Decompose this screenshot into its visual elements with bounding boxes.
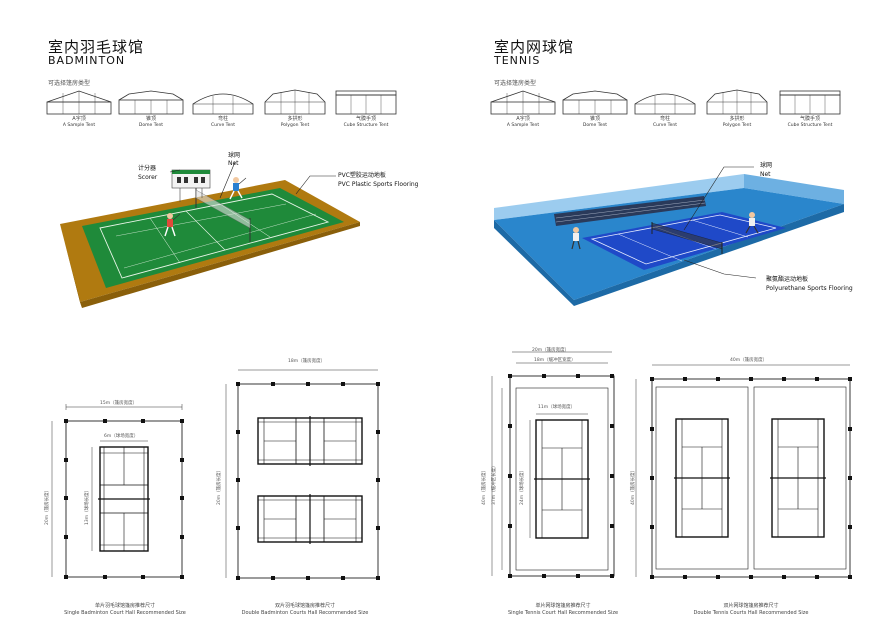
- net-label-en: Net: [228, 160, 239, 167]
- tennis-hall-illustration: [494, 166, 844, 306]
- dimension-width-label: 18m（篷房宽度）: [288, 359, 326, 364]
- tent-label-cn: 锥顶: [589, 116, 600, 122]
- tent-label-en: Cube Structure Tent: [343, 123, 389, 128]
- badminton-single-caption-cn: 单片羽毛球馆篷房推荐尺寸: [94, 603, 155, 609]
- tennis-single-plan: [491, 351, 615, 578]
- tent-label-cn: 气膜手顶: [799, 116, 820, 122]
- curve-tent-icon: [634, 93, 696, 115]
- tent-cube: 气膜手顶 Cube Structure Tent: [774, 88, 846, 129]
- scorer-board: [171, 169, 211, 202]
- polygon-tent-icon: [264, 89, 326, 115]
- tennis-double-plan: [635, 364, 852, 579]
- tent-label-cn: 多拱形: [729, 116, 745, 122]
- tent-curve: 弯柱 Curve Tent: [188, 88, 258, 129]
- tent-label-cn: 弯柱: [659, 116, 670, 122]
- tent-label-cn: 锥顶: [145, 116, 156, 122]
- tennis-net-label-cn: 球网: [760, 162, 773, 169]
- scorer-label-en: Scorer: [138, 174, 158, 181]
- a-frame-tent-icon: [46, 90, 112, 115]
- tennis-court-floor: [582, 212, 786, 270]
- dimension-length-label: 20m（篷房长度）: [217, 467, 222, 505]
- tennis-double-caption-cn: 双片网球馆篷房推荐尺寸: [723, 603, 779, 609]
- tent-a-frame: A字顶 A Sample Tent: [44, 88, 114, 129]
- tent-label-en: Cube Structure Tent: [787, 123, 833, 128]
- tennis-court: [770, 418, 826, 538]
- player-figure: [164, 213, 181, 237]
- tent-curve: 弯柱 Curve Tent: [630, 88, 700, 129]
- dome-tent-icon: [118, 90, 184, 115]
- cube-tent-icon: [335, 90, 397, 115]
- dimension-inner-length-label: 37m（缓冲区长度）: [492, 463, 497, 505]
- tent-a-frame: A字顶 A Sample Tent: [488, 88, 558, 129]
- badminton-title: 室内羽毛球馆: [48, 38, 145, 56]
- tent-label-cn: A字顶: [516, 116, 530, 122]
- dimension-court-width-label: 6m（球场宽度）: [104, 434, 139, 439]
- tennis-title-en: TENNIS: [494, 54, 541, 67]
- tennis-floor-label-en: Polyurethane Sports Flooring: [766, 285, 853, 292]
- badminton-double-caption-en: Double Badminton Courts Hall Recommended…: [241, 610, 369, 616]
- cube-tent-icon: [779, 90, 841, 115]
- tennis-subtitle: 可选择篷房类型: [494, 80, 537, 87]
- tent-label-en: Dome Tent: [138, 123, 164, 128]
- tennis-title: 室内网球馆: [494, 38, 575, 56]
- player-figure: [229, 177, 247, 200]
- tennis-net-label-en: Net: [760, 171, 771, 178]
- tent-dome: 锥顶 Dome Tent: [116, 88, 186, 129]
- tennis-floor-label-cn: 聚氨酯运动地板: [766, 276, 809, 283]
- dimension-length-label: 40m（篷房长度）: [631, 467, 636, 505]
- spectator-stands: [554, 196, 706, 226]
- badminton-double-plan: [225, 369, 380, 580]
- tent-label-en: A Sample Tent: [62, 123, 96, 128]
- dimension-length-label: 40m（篷房长度）: [482, 467, 487, 505]
- player-figure: [745, 212, 759, 234]
- badminton-title-en: BADMINTON: [48, 54, 126, 67]
- badminton-single-plan: [51, 404, 184, 579]
- tennis-court: [674, 418, 730, 538]
- tent-label-cn: 气膜手顶: [355, 116, 376, 122]
- net-label-cn: 球网: [228, 152, 241, 159]
- tent-label-en: A Sample Tent: [506, 123, 540, 128]
- dimension-court-length-label: 24m（球场长度）: [520, 467, 525, 505]
- dome-tent-icon: [562, 90, 628, 115]
- badminton-subtitle: 可选择篷房类型: [48, 80, 91, 87]
- tennis-single-caption-en: Single Tennis Court Hall Recommended Siz…: [507, 610, 619, 616]
- floor-label-en: PVC Plastic Sports Flooring: [338, 181, 419, 188]
- floor-label-cn: PVC塑胶运动地板: [338, 172, 386, 179]
- dimension-court-width-label: 11m（球场宽度）: [538, 405, 576, 410]
- badminton-hall-illustration: [60, 161, 360, 308]
- badminton-double-caption-cn: 双片羽毛球馆篷房推荐尺寸: [274, 603, 335, 609]
- player-figure: [571, 227, 581, 250]
- dimension-width-label: 20m（篷房宽度）: [532, 348, 570, 353]
- tennis-net: [651, 222, 723, 254]
- dimension-inner-width-label: 18m（缓冲区宽度）: [534, 358, 576, 363]
- badminton-single-caption-en: Single Badminton Court Hall Recommended …: [64, 610, 186, 616]
- tent-label-en: Curve Tent: [652, 123, 678, 128]
- tent-label-cn: 弯柱: [217, 116, 228, 122]
- polygon-tent-icon: [706, 89, 768, 115]
- tennis-court: [534, 419, 590, 539]
- tent-cube: 气膜手顶 Cube Structure Tent: [330, 88, 402, 129]
- dimension-width-label: 40m（篷房宽度）: [730, 358, 768, 363]
- curve-tent-icon: [192, 93, 254, 115]
- tent-polygon: 多拱形 Polygon Tent: [702, 88, 772, 129]
- tent-label-en: Curve Tent: [210, 123, 236, 128]
- scorer-label-cn: 计分器: [138, 165, 157, 172]
- badminton-court: [257, 494, 363, 544]
- tent-polygon: 多拱形 Polygon Tent: [260, 88, 330, 129]
- a-frame-tent-icon: [490, 90, 556, 115]
- tent-label-en: Polygon Tent: [722, 123, 752, 128]
- badminton-court: [257, 416, 363, 466]
- dimension-width-label: 15m（篷房宽度）: [100, 401, 138, 406]
- dimension-court-length-label: 13m（球场长度）: [85, 487, 90, 525]
- tent-label-en: Polygon Tent: [280, 123, 310, 128]
- badminton-net: [195, 188, 251, 242]
- tennis-double-caption-en: Double Tennis Courts Hall Recommended Si…: [693, 610, 809, 616]
- tent-label-en: Dome Tent: [582, 123, 608, 128]
- tennis-single-caption-cn: 单片网球馆篷房推荐尺寸: [535, 603, 591, 609]
- dimension-length-label: 20m（篷房长度）: [45, 487, 50, 525]
- badminton-court: [98, 446, 150, 552]
- tent-label-cn: A字顶: [72, 116, 86, 122]
- tent-label-cn: 多拱形: [287, 116, 303, 122]
- tent-dome: 锥顶 Dome Tent: [560, 88, 630, 129]
